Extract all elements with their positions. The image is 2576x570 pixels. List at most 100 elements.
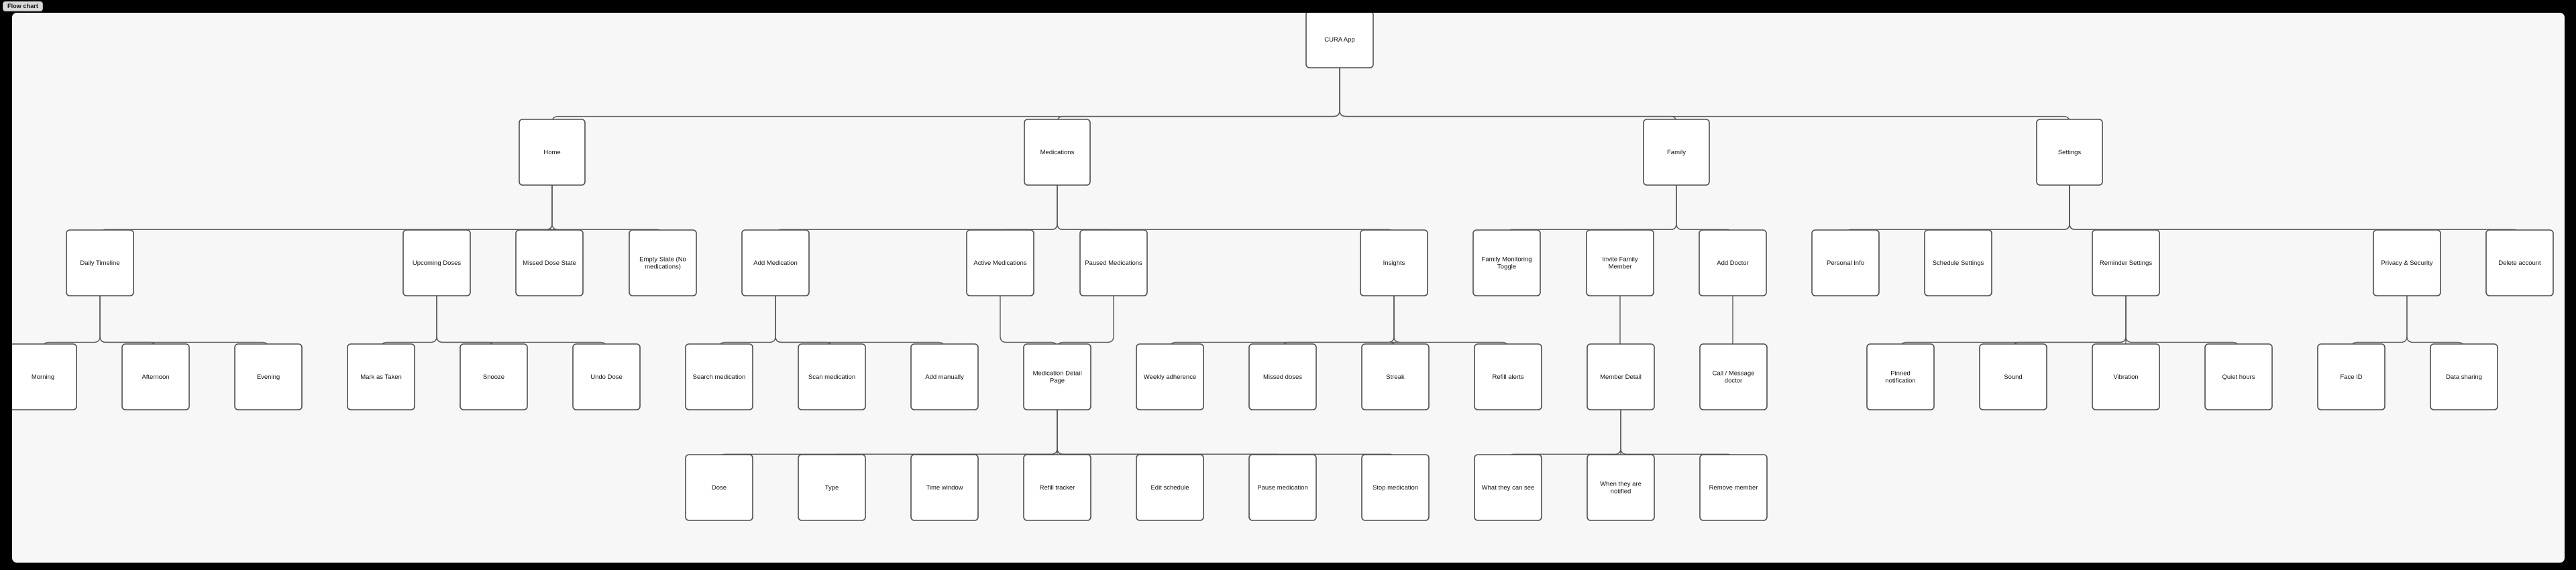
flow-node-box[interactable] xyxy=(2092,343,2160,410)
flow-chart-tab[interactable]: Flow chart xyxy=(3,1,44,11)
flow-node-box[interactable] xyxy=(1924,229,1992,296)
flow-node-box[interactable] xyxy=(1811,229,1880,296)
flow-node[interactable]: Delete account xyxy=(2485,229,2554,296)
flow-node-box[interactable] xyxy=(685,454,753,521)
flow-node[interactable]: Family xyxy=(1643,119,1710,186)
flow-node-box[interactable] xyxy=(910,343,979,410)
flow-node-box[interactable] xyxy=(2485,229,2554,296)
flow-node[interactable]: Insights xyxy=(1360,229,1428,296)
flow-node[interactable]: Weekly adherence xyxy=(1136,343,1204,410)
flow-node[interactable]: Stop medication xyxy=(1361,454,1430,521)
flow-node[interactable]: Scan medication xyxy=(798,343,866,410)
flow-node-box[interactable] xyxy=(1472,229,1541,296)
flow-node-box[interactable] xyxy=(515,229,584,296)
flow-node-box[interactable] xyxy=(2373,229,2441,296)
flow-node[interactable]: Add Medication xyxy=(741,229,810,296)
flow-node[interactable]: Refill tracker xyxy=(1023,454,1091,521)
flow-node[interactable]: Evening xyxy=(234,343,303,410)
flow-node-box[interactable] xyxy=(1305,13,1374,68)
flow-node-box[interactable] xyxy=(2204,343,2273,410)
flow-node[interactable]: Search medication xyxy=(685,343,753,410)
flow-node[interactable]: Mark as Taken xyxy=(347,343,415,410)
flow-node-box[interactable] xyxy=(1024,119,1091,186)
flow-node[interactable]: Snooze xyxy=(460,343,528,410)
flow-node[interactable]: Reminder Settings xyxy=(2092,229,2160,296)
flow-node[interactable]: Privacy & Security xyxy=(2373,229,2441,296)
flow-node-box[interactable] xyxy=(1248,343,1317,410)
flow-node-box[interactable] xyxy=(121,343,190,410)
flow-node[interactable]: What they can see xyxy=(1474,454,1542,521)
flow-node-box[interactable] xyxy=(741,229,810,296)
flow-node[interactable]: Quiet hours xyxy=(2204,343,2273,410)
flow-node-box[interactable] xyxy=(966,229,1034,296)
flow-node[interactable]: Add Doctor xyxy=(1699,229,1767,296)
flow-node[interactable]: Streak xyxy=(1361,343,1430,410)
flow-node-box[interactable] xyxy=(685,343,753,410)
flow-node-box[interactable] xyxy=(1587,343,1655,410)
flow-node[interactable]: Face ID xyxy=(2317,343,2385,410)
flow-node-box[interactable] xyxy=(66,229,134,296)
flow-node[interactable]: Schedule Settings xyxy=(1924,229,1992,296)
flow-node[interactable]: Missed Dose State xyxy=(515,229,584,296)
flow-node[interactable]: Daily Timeline xyxy=(66,229,134,296)
flow-node-box[interactable] xyxy=(1474,343,1542,410)
flow-node-box[interactable] xyxy=(2092,229,2160,296)
flow-node[interactable]: Data sharing xyxy=(2430,343,2498,410)
flow-node-box[interactable] xyxy=(12,343,77,410)
flow-node-box[interactable] xyxy=(519,119,586,186)
flow-node-box[interactable] xyxy=(460,343,528,410)
flow-node-box[interactable] xyxy=(1699,343,1768,410)
flow-node-box[interactable] xyxy=(2430,343,2498,410)
flow-node[interactable]: Medications xyxy=(1024,119,1091,186)
flow-node-box[interactable] xyxy=(798,454,866,521)
flow-node-box[interactable] xyxy=(1248,454,1317,521)
flow-node[interactable]: Morning xyxy=(12,343,77,410)
flow-node-box[interactable] xyxy=(1586,229,1654,296)
flow-node[interactable]: Remove member xyxy=(1699,454,1768,521)
flow-node-box[interactable] xyxy=(1643,119,1710,186)
flow-node[interactable]: Add manually xyxy=(910,343,979,410)
flow-node[interactable]: Paused Medications xyxy=(1079,229,1148,296)
flow-node-box[interactable] xyxy=(910,454,979,521)
flow-node[interactable]: Time window xyxy=(910,454,979,521)
flow-node[interactable]: Missed doses xyxy=(1248,343,1317,410)
flow-node[interactable]: Settings xyxy=(2036,119,2103,186)
flow-node[interactable]: CURA App xyxy=(1305,13,1374,68)
flow-node-box[interactable] xyxy=(1136,343,1204,410)
flow-node[interactable]: Pause medication xyxy=(1248,454,1317,521)
flow-node-box[interactable] xyxy=(798,343,866,410)
flow-node[interactable]: Afternoon xyxy=(121,343,190,410)
flow-node-box[interactable] xyxy=(1023,343,1091,410)
flow-node-box[interactable] xyxy=(1023,454,1091,521)
flow-node-box[interactable] xyxy=(1079,229,1148,296)
flow-node[interactable]: Dose xyxy=(685,454,753,521)
flow-node[interactable]: Edit schedule xyxy=(1136,454,1204,521)
flow-node-box[interactable] xyxy=(1474,454,1542,521)
flow-node[interactable]: Personal Info xyxy=(1811,229,1880,296)
flow-node-box[interactable] xyxy=(402,229,471,296)
flow-node-box[interactable] xyxy=(2036,119,2103,186)
flow-node[interactable]: Home xyxy=(519,119,586,186)
flow-node-box[interactable] xyxy=(572,343,641,410)
flow-node-box[interactable] xyxy=(1361,454,1430,521)
flow-node[interactable]: Refill alerts xyxy=(1474,343,1542,410)
flow-node-box[interactable] xyxy=(1360,229,1428,296)
flow-node-box[interactable] xyxy=(1979,343,2047,410)
flow-node-box[interactable] xyxy=(2317,343,2385,410)
flow-node-box[interactable] xyxy=(1136,454,1204,521)
flow-node-box[interactable] xyxy=(1866,343,1935,410)
flow-node-box[interactable] xyxy=(1699,229,1767,296)
flow-node-box[interactable] xyxy=(629,229,697,296)
flow-node-box[interactable] xyxy=(1699,454,1768,521)
flow-node[interactable]: Member Detail xyxy=(1587,343,1655,410)
flow-node[interactable]: Sound xyxy=(1979,343,2047,410)
flow-node-box[interactable] xyxy=(1361,343,1430,410)
